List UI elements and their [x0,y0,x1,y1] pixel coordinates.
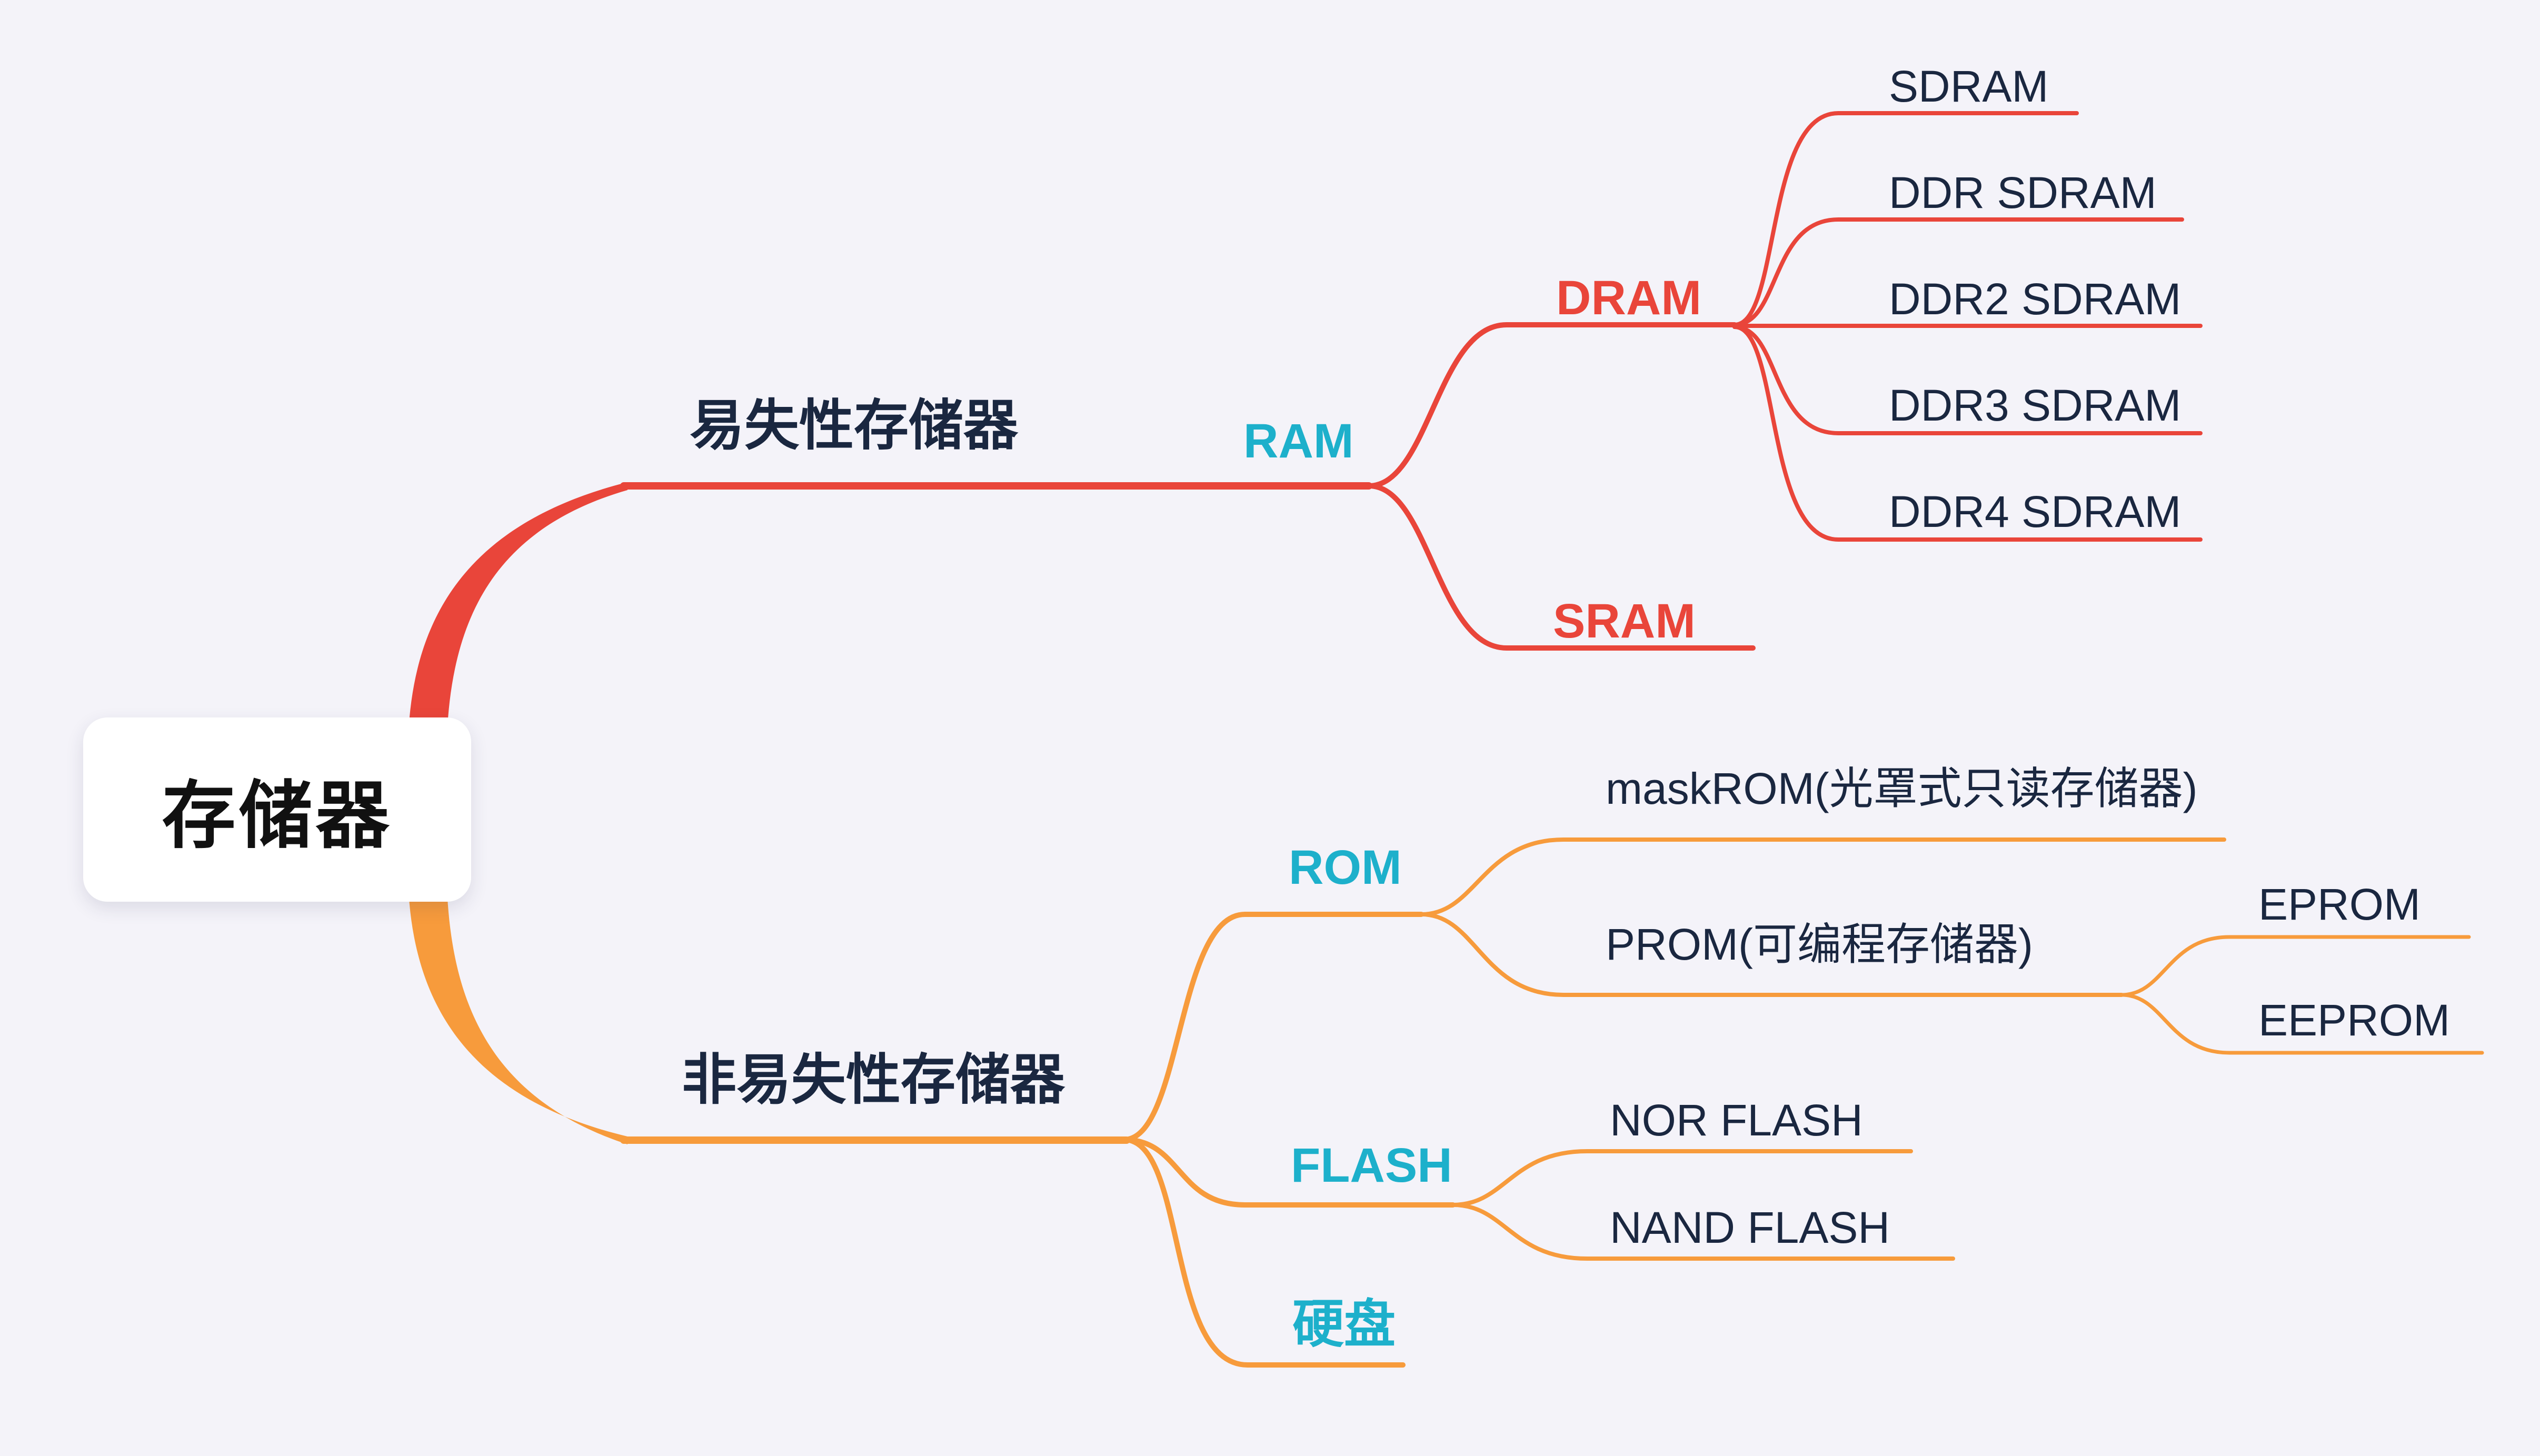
branch-sram [1366,483,1756,651]
underline-nand-flash [1451,1203,1955,1261]
underline-prom [1419,912,2124,997]
node-ddr2-sdram[interactable]: DDR2 SDRAM [1889,274,2182,324]
node-maskrom[interactable]: maskROM(光罩式只读存储器) [1606,764,2198,813]
node-ddr4-sdram[interactable]: DDR4 SDRAM [1889,487,2182,536]
node-volatile-memory[interactable]: 易失性存储器 [690,395,1019,456]
node-hard-disk[interactable]: 硬盘 [1292,1295,1396,1353]
branch-disk [1121,1137,1406,1368]
node-dram[interactable]: DRAM [1556,271,1701,325]
node-ddr3-sdram[interactable]: DDR3 SDRAM [1889,381,2182,430]
underline-maskrom [1419,837,2226,916]
node-ram[interactable]: RAM [1243,414,1354,468]
node-root[interactable]: 存储器 [83,717,471,902]
underline-eprom [2119,935,2471,997]
node-flash[interactable]: FLASH [1291,1139,1452,1192]
underline-eeprom [2119,993,2484,1055]
node-eeprom[interactable]: EEPROM [2258,995,2451,1045]
node-sdram[interactable]: SDRAM [1889,62,2049,111]
node-root-label: 存储器 [162,774,393,857]
branch-rom [1121,912,1424,1142]
node-nand-flash[interactable]: NAND FLASH [1610,1203,1890,1252]
node-rom[interactable]: ROM [1289,841,1402,894]
node-eprom[interactable]: EPROM [2258,880,2421,929]
node-prom[interactable]: PROM(可编程存储器) [1606,920,2033,969]
node-nonvolatile-memory[interactable]: 非易失性存储器 [682,1050,1065,1111]
branch-dram [1366,322,1737,488]
node-sram[interactable]: SRAM [1553,594,1696,648]
underline-sdram [1732,111,2079,327]
underline-ddr-sdram [1732,217,2184,327]
node-nor-flash[interactable]: NOR FLASH [1610,1095,1863,1145]
underline-ddr4-sdram [1732,325,2203,542]
branch-flash [1121,1137,1456,1208]
underline-nor-flash [1451,1149,1913,1207]
node-ddr-sdram[interactable]: DDR SDRAM [1889,168,2157,217]
underline-ddr3-sdram [1732,325,2203,435]
